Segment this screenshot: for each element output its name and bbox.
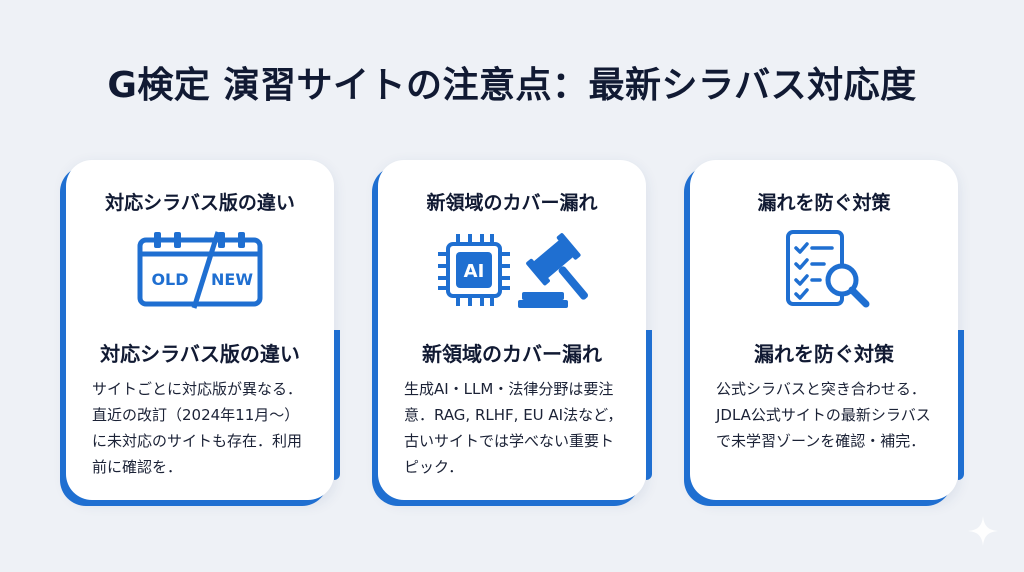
card-body: サイトごとに対応版が異なる．直近の改訂（2024年11月〜）に未対応のサイトも存… <box>92 380 303 476</box>
page-title: G検定 演習サイトの注意点：最新シラバス対応度 <box>107 65 917 106</box>
card-new-domains: 新領域のカバー漏れ AI <box>378 160 652 500</box>
card-syllabus-version: 対応シラバス版の違い OLD NEW 対応シラバス版の違い サイトごとに対応版が… <box>66 160 340 500</box>
card-heading: 漏れを防ぐ対策 <box>757 192 891 214</box>
sparkle-icon <box>968 516 998 546</box>
icon-text-old: OLD <box>151 270 188 289</box>
card-heading: 新領域のカバー漏れ <box>426 192 598 214</box>
card-countermeasures: 漏れを防ぐ対策 漏れを防ぐ対策 公式シラバスと突き合わせる．JDLA公式サイトの… <box>690 160 964 500</box>
icon-text-ai: AI <box>464 261 485 282</box>
card-heading: 対応シラバス版の違い <box>105 192 295 214</box>
checklist-magnifier-icon <box>690 230 958 310</box>
card-body: 生成AI・LLM・法律分野は要注意．RAG, RLHF, EU AI法など，古い… <box>404 380 623 476</box>
calendar-old-new-icon: OLD NEW <box>66 230 334 310</box>
card-body: 公式シラバスと突き合わせる．JDLA公式サイトの最新シラバスで未学習ゾーンを確認… <box>716 380 931 450</box>
card-subheading: 対応シラバス版の違い <box>100 342 300 366</box>
icon-text-new: NEW <box>211 270 253 289</box>
ai-chip-gavel-icon: AI <box>378 230 646 310</box>
card-subheading: 新領域のカバー漏れ <box>422 342 602 366</box>
card-subheading: 漏れを防ぐ対策 <box>754 342 894 366</box>
